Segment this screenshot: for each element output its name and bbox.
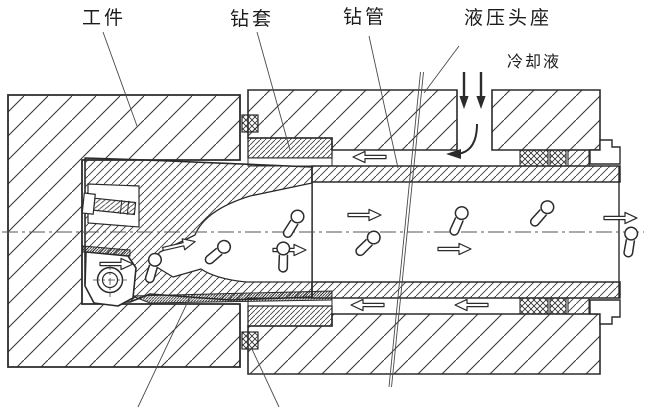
drill-bushing-top xyxy=(247,137,333,167)
label-hydraulic-head-seat: 液压头座 xyxy=(464,8,553,29)
label-coolant: 冷却液 xyxy=(507,54,562,71)
hydraulic-head-seat-housing xyxy=(247,89,621,375)
coolant-inlet-arrows xyxy=(446,70,487,159)
drill-head xyxy=(81,157,333,307)
guide-pad-bottom xyxy=(131,290,333,304)
seal-square-top xyxy=(241,114,259,133)
leader-lines xyxy=(102,31,460,408)
label-drill-bushing: 钻套 xyxy=(230,9,275,30)
gland-ring-bottom xyxy=(589,299,621,325)
guide-pad-front xyxy=(82,245,131,257)
gland-ring-top xyxy=(589,139,621,165)
label-drill-pipe: 钻管 xyxy=(343,7,388,28)
drill-bushing-bottom xyxy=(247,297,333,327)
workpiece-section xyxy=(7,94,241,368)
label-workpiece: 工件 xyxy=(82,8,127,29)
cutting-insert xyxy=(84,251,137,307)
packing-seals xyxy=(519,149,590,315)
seal-square-bottom xyxy=(241,331,259,350)
clamping-screw xyxy=(81,192,137,216)
